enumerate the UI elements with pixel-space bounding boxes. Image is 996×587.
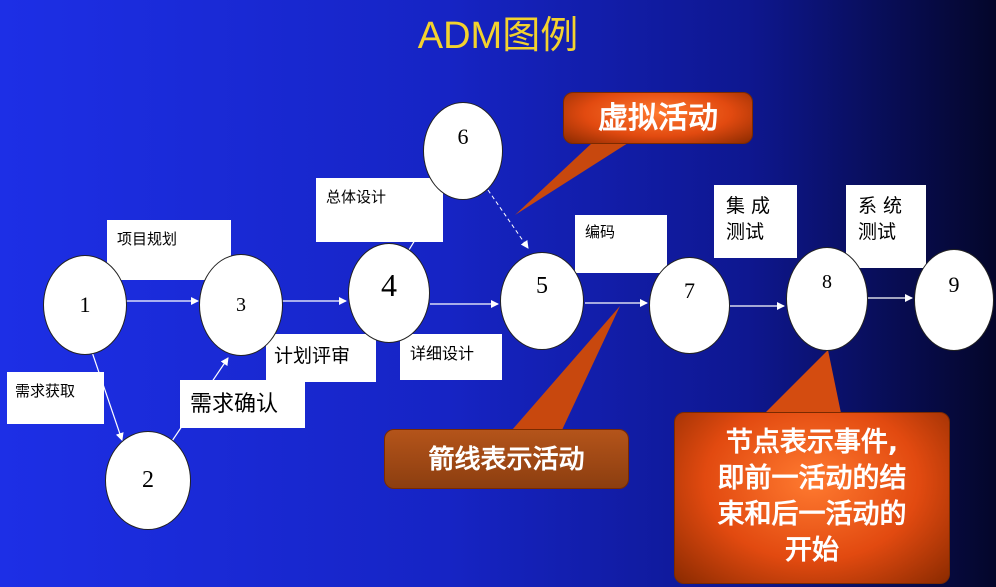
activity-label-xuqiu-huoqu: 需求获取 (7, 372, 104, 424)
activity-label-jicheng-ceshi: 集 成 测试 (714, 185, 797, 258)
event-node-6: 6 (423, 102, 503, 200)
event-node-5: 5 (500, 252, 584, 350)
event-node-7: 7 (649, 257, 730, 354)
edge-1-2 (91, 351, 124, 441)
event-node-1: 1 (43, 255, 127, 355)
activity-label-xitong-ceshi: 系 统 测试 (846, 185, 926, 268)
virtual-activity-callout: 虚拟活动 (563, 92, 753, 144)
edge-6-5-dummy (487, 189, 529, 249)
event-node-4: 4 (348, 243, 430, 343)
event-node-9: 9 (914, 249, 994, 351)
page-title: ADM图例 (417, 15, 579, 57)
activity-label-xuqiu-queren: 需求确认 (180, 380, 305, 428)
arrow-activity-callout: 箭线表示活动 (384, 429, 629, 489)
event-node-2: 2 (105, 431, 191, 530)
activity-label-zongti-sheji: 总体设计 (316, 178, 443, 242)
activity-label-jihua-pingshen: 计划评审 (266, 334, 376, 382)
virtual-callout-pointer (515, 143, 628, 215)
node-callout-pointer (760, 350, 842, 418)
event-node-8: 8 (786, 247, 868, 351)
activity-label-xiangxi-sheji: 详细设计 (400, 334, 502, 380)
node-event-callout: 节点表示事件, 即前一活动的结 束和后一活动的 开始 (674, 412, 950, 584)
arrow-callout-pointer (512, 306, 620, 430)
activity-label-bianma: 编码 (575, 215, 667, 273)
event-node-3: 3 (199, 254, 283, 356)
